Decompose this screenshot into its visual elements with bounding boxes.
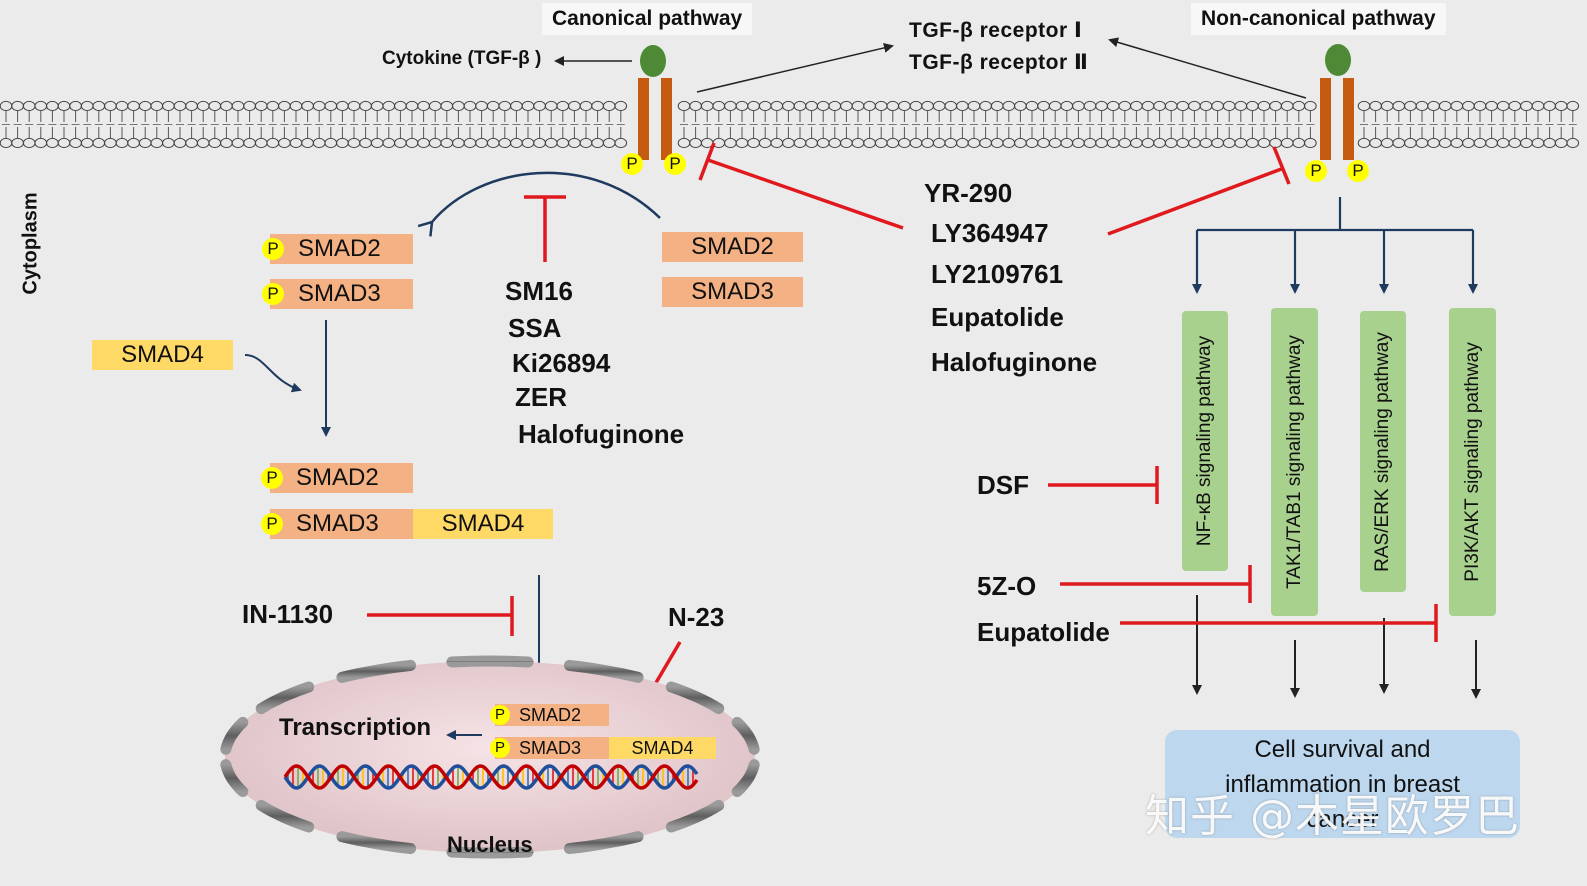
pathway-label: PI3K/AKT signaling pathway — [1461, 342, 1483, 582]
outcome-line: cancer — [1306, 806, 1379, 833]
n23-label: N-23 — [668, 602, 725, 632]
nucleus-label: Nucleus — [447, 832, 533, 857]
pathway-label: TAK1/TAB1 signaling pathway — [1283, 335, 1305, 589]
inhibitor-label: LY2109761 — [931, 259, 1064, 289]
receptor-phosphate: P — [1305, 160, 1327, 182]
nfkb-pathway-box: NF-κB signaling pathway — [1182, 311, 1228, 571]
noncanonical-receptor-inhibition — [1107, 166, 1285, 236]
smad2-inactive: SMAD2 — [662, 232, 803, 262]
complex-smad4: SMAD4 — [413, 509, 553, 539]
inhibitor-label: Ki26894 — [512, 348, 611, 378]
nuclear-smad4: SMAD4 — [609, 737, 716, 759]
inhibitor-label: Halofuginone — [518, 419, 685, 449]
nucleus — [220, 655, 760, 859]
phosphate: P — [261, 467, 283, 489]
inhibitor-label: LY364947 — [931, 218, 1049, 248]
5z-o-label: 5Z-O — [977, 571, 1037, 601]
canonical-receptor-inhibition — [707, 158, 904, 230]
inhibitor-label: Halofuginone — [931, 347, 1098, 377]
pathway-label: RAS/ERK signaling pathway — [1372, 331, 1393, 572]
tgf-beta-ligand — [1325, 44, 1351, 76]
transcription-label: Transcription — [279, 714, 432, 741]
receptor-phosphate: P — [1347, 160, 1369, 182]
smad4-binding-arrow — [244, 354, 302, 393]
canonical-pathway-title: Canonical pathway — [542, 3, 753, 35]
phosphate: P — [261, 513, 283, 535]
smad3-phosphorylated: SMAD3 — [270, 279, 413, 309]
noncanonical-pathway-title: Non-canonical pathway — [1191, 3, 1446, 35]
tgf-beta-ligand — [640, 45, 666, 77]
pi3k-akt-pathway-box: PI3K/AKT signaling pathway — [1449, 308, 1496, 616]
inhibitor-label: Eupatolide — [931, 302, 1064, 332]
eupatolide-label: Eupatolide — [977, 617, 1110, 647]
phosphate: P — [262, 238, 284, 260]
phosphate: P — [490, 705, 510, 725]
noncanonical-branch-arrows — [1192, 197, 1478, 294]
smad3-inactive: SMAD3 — [662, 277, 803, 307]
pathway-label: NF-κB signaling pathway — [1194, 335, 1215, 547]
receptor-phosphate: P — [621, 153, 643, 175]
watermark: 知乎 @木星欧罗巴 — [1145, 791, 1520, 842]
noncanonical-receptor — [1320, 44, 1354, 160]
outcome-line: Cell survival and — [1254, 736, 1431, 763]
cell-membrane — [0, 100, 1580, 149]
smad-phosphorylation-arrow — [432, 171, 661, 222]
ras-erk-pathway-box: RAS/ERK signaling pathway — [1360, 311, 1406, 592]
receptor-pointer-arrow — [1108, 37, 1307, 99]
receptor-2-label: TGF-β receptor Ⅱ — [909, 51, 1089, 74]
dna-helix — [283, 764, 699, 790]
dsf-label: DSF — [977, 470, 1029, 500]
tak1-tab1-pathway-box: TAK1/TAB1 signaling pathway — [1271, 308, 1318, 616]
in1130-label: IN-1130 — [242, 599, 334, 629]
pathway-output-arrows — [1192, 595, 1481, 699]
nuclear-smad2: SMAD2 — [495, 704, 609, 726]
smad2-phosphorylated: SMAD2 — [270, 234, 413, 264]
nuclear-smad3: SMAD3 — [495, 737, 609, 759]
inhibitor-label: ZER — [515, 382, 567, 412]
receptor-1-label: TGF-β receptor Ⅰ — [909, 19, 1083, 42]
receptor-pointer-arrow — [696, 42, 894, 93]
cytokine-label: Cytokine (TGF-β ) — [382, 48, 542, 69]
phosphate: P — [490, 738, 510, 758]
smad4: SMAD4 — [92, 340, 233, 370]
complex-smad2: SMAD2 — [270, 463, 413, 493]
inhibitor-label: SSA — [508, 313, 562, 343]
outcome-line: inflammation in breast — [1225, 771, 1460, 798]
complex-smad3: SMAD3 — [270, 509, 413, 539]
outcome-box: Cell survival and inflammation in breast… — [1165, 730, 1520, 838]
inhibitor-label: YR-290 — [924, 178, 1013, 208]
inhibitor-label: SM16 — [505, 276, 573, 306]
canonical-receptor — [638, 45, 672, 160]
phosphate: P — [262, 283, 284, 305]
cytoplasm-label: Cytoplasm — [19, 192, 42, 295]
receptor-phosphate: P — [664, 153, 686, 175]
